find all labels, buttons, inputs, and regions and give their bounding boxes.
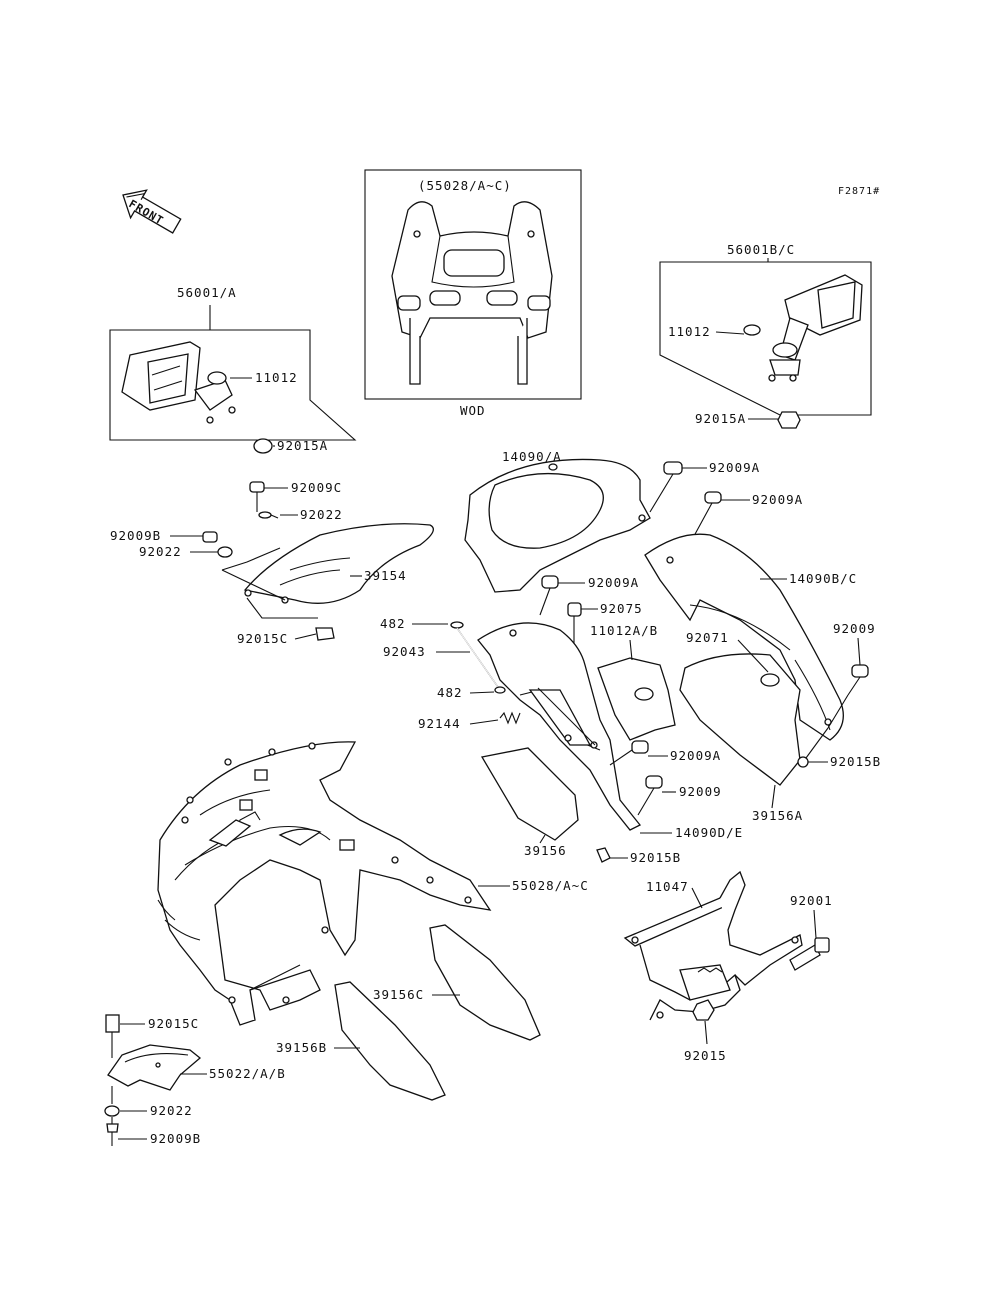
label-92009a-3: 92009A <box>588 575 639 590</box>
screw-92009a-4 <box>609 740 649 766</box>
lower-left-fastener-stack <box>104 1014 202 1146</box>
label-92015c-top: 92015C <box>237 631 288 646</box>
figure-code: F2871# <box>838 186 880 197</box>
label-92009b-top: 92009B <box>110 528 161 543</box>
label-92015a-right: 92015A <box>695 411 746 426</box>
label-92001: 92001 <box>790 893 833 908</box>
variant-label: WOD <box>460 403 486 418</box>
label-92009-right: 92009 <box>833 621 876 636</box>
label-39156a: 39156A <box>752 808 803 823</box>
label-11012-right: 11012 <box>668 324 711 339</box>
label-11012a-b: 11012A/B <box>590 623 658 638</box>
bracket-11047 <box>623 870 803 1021</box>
center-bracket-14090de <box>477 622 642 831</box>
label-92075: 92075 <box>600 601 643 616</box>
inner-cover-39156a <box>679 653 801 786</box>
label-39156c: 39156C <box>373 987 424 1002</box>
front-direction-arrow-icon <box>122 189 182 234</box>
label-92071: 92071 <box>686 630 729 645</box>
left-mirror-assembly <box>109 305 357 454</box>
label-92015b-right: 92015B <box>830 754 881 769</box>
screw-92009a-1 <box>649 461 683 513</box>
label-39156b: 39156B <box>276 1040 327 1055</box>
side-cover-39154 <box>202 481 434 641</box>
rod-92043 <box>450 621 506 694</box>
screw-92009a-3 <box>539 575 559 616</box>
pad-39156c <box>429 924 541 1041</box>
label-92009a-4: 92009A <box>670 748 721 763</box>
label-92043: 92043 <box>383 644 426 659</box>
nut-92015-bottom <box>692 999 715 1021</box>
label-56001-a: 56001/A <box>177 285 237 300</box>
label-92009c: 92009C <box>291 480 342 495</box>
label-92009a-2: 92009A <box>752 492 803 507</box>
label-92022-mid: 92022 <box>139 544 182 559</box>
pad-39156 <box>480 747 579 841</box>
label-92009b-bottom: 92009B <box>150 1131 201 1146</box>
nut-92015b-mid <box>596 847 611 863</box>
label-92009-mid: 92009 <box>679 784 722 799</box>
label-11047: 11047 <box>646 879 689 894</box>
screw-92009-mid <box>637 775 663 816</box>
label-482-bottom: 482 <box>437 685 463 700</box>
cover-11012ab <box>597 657 676 741</box>
label-39156: 39156 <box>524 843 567 858</box>
label-14090d-e: 14090D/E <box>675 825 743 840</box>
cowling-front-view <box>391 201 553 385</box>
label-14090-a: 14090/A <box>502 449 562 464</box>
label-92009a-1: 92009A <box>709 460 760 475</box>
label-482-top: 482 <box>380 616 406 631</box>
right-mirror-assembly <box>659 258 872 429</box>
label-92144: 92144 <box>418 716 461 731</box>
label-92015a-left: 92015A <box>277 438 328 453</box>
label-14090b-c: 14090B/C <box>789 571 857 586</box>
label-55028-a-c: 55028/A~C <box>512 878 589 893</box>
label-11012-left: 11012 <box>255 370 298 385</box>
spring-92144 <box>499 711 521 725</box>
label-92015b-mid: 92015B <box>630 850 681 865</box>
label-92015c-bottom: 92015C <box>148 1016 199 1031</box>
label-56001b-c: 56001B/C <box>727 242 795 257</box>
label-39154: 39154 <box>364 568 407 583</box>
inner-panel-14090a <box>464 458 651 593</box>
side-panel-14090bc <box>644 533 844 741</box>
main-cowling-55028 <box>157 741 492 1026</box>
label-92022-top: 92022 <box>300 507 343 522</box>
label-92015-bottom: 92015 <box>684 1048 727 1063</box>
inset-label: (55028/A~C) <box>418 178 512 193</box>
screw-92009a-2 <box>693 491 722 537</box>
bolt-92001 <box>789 937 830 971</box>
label-55022-a-b: 55022/A/B <box>209 1066 286 1081</box>
label-92022-bottom: 92022 <box>150 1103 193 1118</box>
cowling-variant-inset: (55028/A~C) <box>364 169 582 400</box>
nut-92015b-right <box>797 727 829 768</box>
